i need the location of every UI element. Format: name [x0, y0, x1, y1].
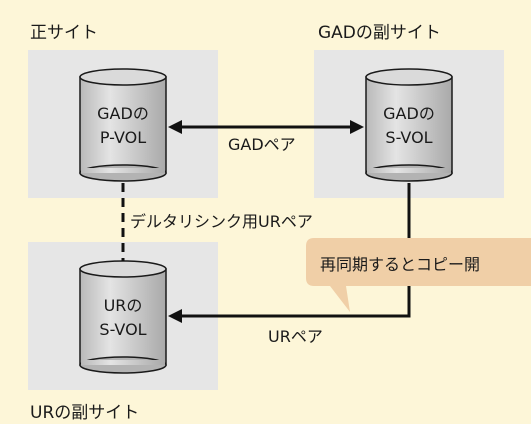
- delta-resync-label: デルタリシンク用URペア: [130, 212, 313, 231]
- gad-pvol-label-line2: P-VOL: [99, 128, 147, 147]
- ur-svol-cylinder: [79, 260, 167, 374]
- gad-svol-cylinder: [365, 68, 453, 182]
- gad-pvol-label: GADの P-VOL: [80, 102, 166, 150]
- gad-svol-label-line1: GADの: [383, 104, 435, 123]
- gad-secondary-site-label: GADの副サイト: [318, 23, 441, 43]
- ur-svol-label-line2: S-VOL: [99, 320, 147, 339]
- gad-pair-arrow: [168, 120, 364, 134]
- gad-pair-label: GADペア: [228, 135, 296, 154]
- ur-secondary-site-label: URの副サイト: [30, 403, 140, 423]
- callout-bubble: [306, 238, 531, 312]
- gad-pvol-label-line1: GADの: [97, 104, 149, 123]
- ur-pair-label: URペア: [268, 327, 323, 346]
- ur-pair-arrow: [168, 183, 411, 323]
- gad-svol-label-line2: S-VOL: [385, 128, 433, 147]
- primary-site-label: 正サイト: [30, 23, 98, 43]
- callout-text: 再同期するとコピー開: [320, 255, 481, 274]
- ur-svol-label-line1: URの: [103, 296, 143, 315]
- gad-pvol-cylinder: [79, 68, 167, 182]
- ur-svol-label: URの S-VOL: [80, 294, 166, 342]
- gad-svol-label: GADの S-VOL: [366, 102, 452, 150]
